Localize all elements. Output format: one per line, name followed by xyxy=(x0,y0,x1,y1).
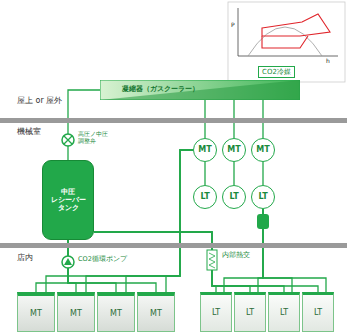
mt-showcase: MT xyxy=(97,292,135,332)
node-text: LT xyxy=(229,192,238,201)
internal-heat-exchanger xyxy=(207,250,217,270)
pipe-line xyxy=(204,162,205,185)
node-text: 凝縮器（ガスクーラー） xyxy=(100,86,199,93)
chart-axes xyxy=(238,8,338,56)
node-text: LT xyxy=(258,192,267,201)
lt-compressor: LT xyxy=(222,185,246,209)
node-text: LT xyxy=(200,192,209,201)
pipe-line xyxy=(233,162,234,185)
lt-showcase: LT xyxy=(234,292,266,332)
zone-label: 店内 xyxy=(17,253,33,262)
valve-label: 高圧ノ中圧 調整弁 xyxy=(78,131,114,145)
pipe-line xyxy=(262,162,263,185)
saturation-dome xyxy=(248,27,322,56)
lt-compressor: LT xyxy=(251,185,275,209)
node-text: LT xyxy=(280,308,288,317)
node-text: MT xyxy=(256,145,269,154)
node-text: LT xyxy=(212,308,220,317)
co2-pump xyxy=(62,256,74,268)
pipe-line xyxy=(68,90,100,160)
mt-compressor: MT xyxy=(193,138,217,162)
mt-showcase: MT xyxy=(137,292,175,332)
axis-label: h xyxy=(326,58,330,65)
node-text: MT xyxy=(198,145,211,154)
pipe-line xyxy=(166,150,193,292)
hx-label: 内部熱交 xyxy=(222,252,250,259)
mt-showcase: MT xyxy=(57,292,95,332)
zone-label: 屋上 or 屋外 xyxy=(17,96,62,105)
lt-compressor: LT xyxy=(193,185,217,209)
pipe-line xyxy=(94,232,318,292)
receiver-tank: 中圧 レシーバー タンク xyxy=(42,160,94,240)
chart-frame xyxy=(228,2,345,82)
floor-band xyxy=(0,118,347,123)
lt-showcase: LT xyxy=(268,292,300,332)
mt-showcase: MT xyxy=(17,292,55,332)
pressure-valve xyxy=(62,134,74,146)
refrigerant-tag: CO2冷媒 xyxy=(258,66,295,78)
node-text: MT xyxy=(30,309,42,318)
floor-band xyxy=(0,243,347,248)
zone-label: 機械室 xyxy=(17,127,41,136)
pump-label: CO2循環ポンプ xyxy=(78,256,127,263)
node-text: MT xyxy=(150,309,162,318)
mt-compressor: MT xyxy=(222,138,246,162)
pipe-line xyxy=(263,209,326,292)
node-text: LT xyxy=(314,308,322,317)
node-text: MT xyxy=(70,309,82,318)
node-text: CO2冷媒 xyxy=(262,68,291,76)
lt-showcase: LT xyxy=(302,292,334,332)
cycle-lt xyxy=(262,36,308,48)
liquid-separator xyxy=(257,214,269,229)
node-text: MT xyxy=(227,145,240,154)
pipe-line xyxy=(86,150,193,292)
axis-label: P xyxy=(231,22,235,29)
gas-cooler: 凝縮器（ガスクーラー） xyxy=(100,80,300,100)
node-text: LT xyxy=(246,308,254,317)
mt-compressor: MT xyxy=(251,138,275,162)
node-text: 中圧 レシーバー タンク xyxy=(48,188,88,212)
lt-showcase: LT xyxy=(200,292,232,332)
node-text: MT xyxy=(110,309,122,318)
pipe-line xyxy=(126,150,193,292)
cycle-mt xyxy=(262,14,330,36)
